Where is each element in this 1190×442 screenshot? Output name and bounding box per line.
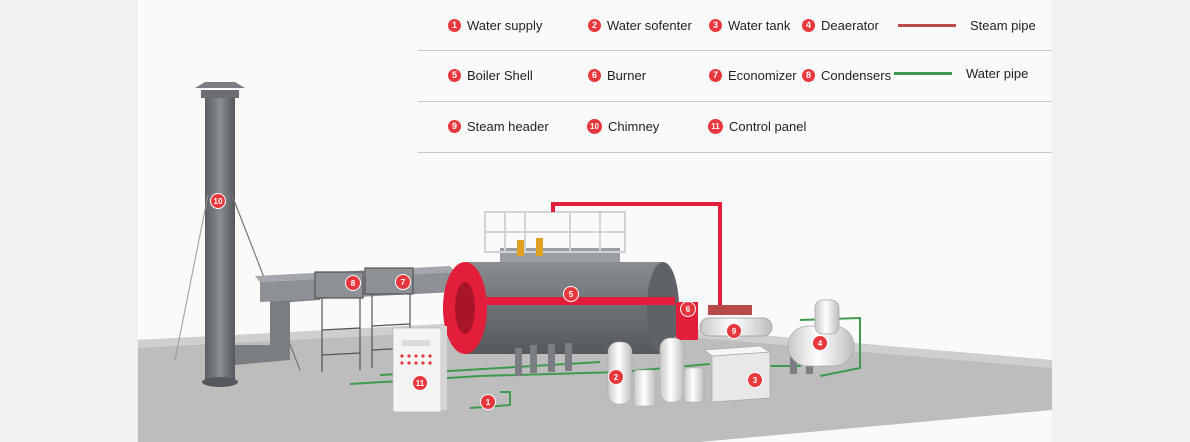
marker-economizer: 7 (396, 275, 410, 289)
marker-water-tank: 3 (748, 373, 762, 387)
legend-item-water-softener: 2 Water sofenter (588, 18, 692, 33)
legend-number: 6 (588, 69, 601, 82)
legend-number: 3 (709, 19, 722, 32)
marker-control-panel: 11 (413, 376, 427, 390)
legend-label: Burner (607, 68, 647, 83)
legend-row-2: 5 Boiler Shell 6 Burner 7 Economizer 8 C… (418, 51, 1052, 102)
legend-label: Water supply (467, 18, 543, 33)
legend: 1 Water supply 2 Water sofenter 3 Water … (418, 0, 1052, 153)
water-pipe-swatch (894, 72, 952, 75)
legend-number: 5 (448, 69, 461, 82)
safety-valve (536, 238, 543, 256)
legend-steam-pipe: Steam pipe (898, 18, 1036, 33)
legend-label: Deaerator (821, 18, 879, 33)
heat-exchanger-frames (314, 267, 414, 372)
legend-item-condensers: 8 Condensers (802, 68, 891, 83)
legend-label: Steam pipe (970, 18, 1036, 33)
marker-condensers: 8 (346, 276, 360, 290)
legend-item-steam-header: 9 Steam header (448, 119, 549, 134)
legend-item-water-supply: 1 Water supply (448, 18, 542, 33)
legend-number: 4 (802, 19, 815, 32)
legend-label: Water pipe (966, 66, 1029, 81)
legend-label: Steam header (467, 119, 549, 134)
legend-item-control-panel: 11 Control panel (708, 119, 806, 134)
legend-item-water-tank: 3 Water tank (709, 18, 790, 33)
control-panel (392, 326, 447, 413)
legend-label: Water tank (728, 18, 791, 33)
steam-pipe (551, 202, 722, 312)
legend-label: Chimney (608, 119, 660, 134)
legend-label: Water sofenter (607, 18, 692, 33)
legend-label: Economizer (728, 68, 797, 83)
water-tank (702, 345, 772, 403)
legend-number: 11 (708, 119, 723, 134)
marker-chimney: 10 (211, 194, 225, 208)
legend-number: 9 (448, 120, 461, 133)
legend-row-3: 9 Steam header 10 Chimney 11 Control pan… (418, 102, 1052, 153)
marker-burner: 6 (681, 302, 695, 316)
legend-number: 10 (587, 119, 602, 134)
legend-item-boiler-shell: 5 Boiler Shell (448, 68, 533, 83)
legend-water-pipe: Water pipe (894, 66, 1028, 81)
legend-number: 1 (448, 19, 461, 32)
legend-number: 8 (802, 69, 815, 82)
legend-number: 7 (709, 69, 722, 82)
steam-pipe-swatch (898, 24, 956, 27)
marker-boiler-shell: 5 (564, 287, 578, 301)
legend-item-chimney: 10 Chimney (587, 119, 659, 134)
legend-label: Condensers (821, 68, 892, 83)
legend-number: 2 (588, 19, 601, 32)
safety-valve (517, 240, 524, 256)
legend-item-economizer: 7 Economizer (709, 68, 797, 83)
marker-deaerator: 4 (813, 336, 827, 350)
legend-row-1: 1 Water supply 2 Water sofenter 3 Water … (418, 0, 1052, 51)
marker-steam-header: 9 (727, 324, 741, 338)
legend-label: Control panel (729, 119, 807, 134)
legend-item-deaerator: 4 Deaerator (802, 18, 879, 33)
boiler-shell (443, 248, 679, 354)
marker-water-supply: 1 (481, 395, 495, 409)
marker-water-softener: 2 (609, 370, 623, 384)
legend-item-burner: 6 Burner (588, 68, 646, 83)
legend-label: Boiler Shell (467, 68, 533, 83)
